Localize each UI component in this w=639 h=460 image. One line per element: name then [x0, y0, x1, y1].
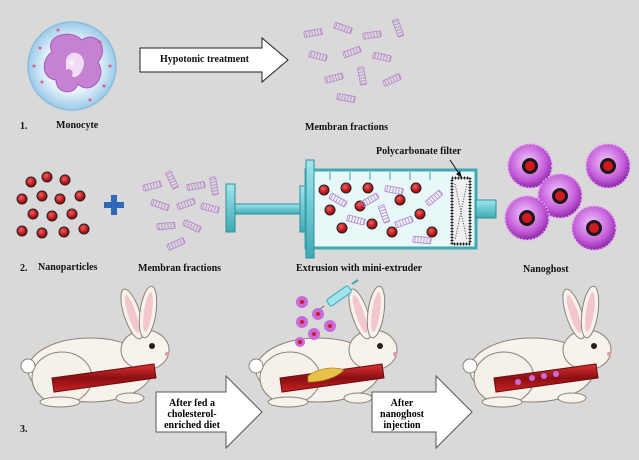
plus-sign — [104, 195, 124, 215]
hypotonic-arrow — [139, 36, 289, 84]
artery-plaque — [279, 363, 385, 393]
diet-step-line-3: enriched diet — [164, 420, 220, 431]
rabbit-control — [20, 284, 170, 408]
rabbit-treated — [462, 284, 612, 408]
monocyte-cell — [27, 21, 117, 111]
rabbit-atherosclerotic — [248, 284, 398, 408]
membrane-fractions-row1 — [303, 18, 405, 103]
injection-step-label: After nanoghost injection — [370, 398, 434, 431]
nanoghost-particles — [504, 143, 631, 251]
nanoparticles-label: Nanoparticles — [38, 262, 98, 273]
nanoparticles-cluster — [16, 171, 90, 239]
diet-arrow — [155, 374, 263, 450]
injection-arrow — [371, 374, 473, 450]
membrane-fractions-label-row1: Membran fractions — [305, 122, 389, 133]
filter-pointer-arrow — [449, 159, 463, 179]
artery-treated — [493, 363, 599, 393]
injection-step-line-2: nanoghost — [380, 409, 424, 420]
injection-step-line-3: injection — [383, 420, 421, 431]
extrusion-label: Extrusion with mini-extruder — [296, 263, 423, 274]
row3-number: 3. — [20, 424, 28, 435]
polycarbonate-filter — [450, 176, 472, 246]
artery-healthy — [51, 363, 157, 393]
hypotonic-treatment-label: Hypotonic treatment — [160, 54, 249, 65]
diet-step-line-1: After fed a — [169, 398, 215, 409]
row1-number: 1. — [20, 121, 28, 132]
membrane-fractions-row2 — [142, 170, 220, 251]
monocyte-label: Monocyte — [56, 120, 99, 131]
diet-step-label: After fed a cholesterol- enriched diet — [156, 398, 228, 431]
diet-step-line-2: cholesterol- — [167, 409, 217, 420]
injection-syringe — [315, 279, 359, 313]
injected-nanoghosts — [295, 296, 336, 347]
membrane-fractions-label-row2: Membran fractions — [138, 263, 222, 274]
nanoghost-label: Nanoghost — [523, 264, 569, 275]
injection-step-line-1: After — [390, 398, 414, 409]
row2-number: 2. — [20, 263, 28, 274]
polycarbonate-filter-label: Polycarbonate filter — [376, 146, 462, 157]
